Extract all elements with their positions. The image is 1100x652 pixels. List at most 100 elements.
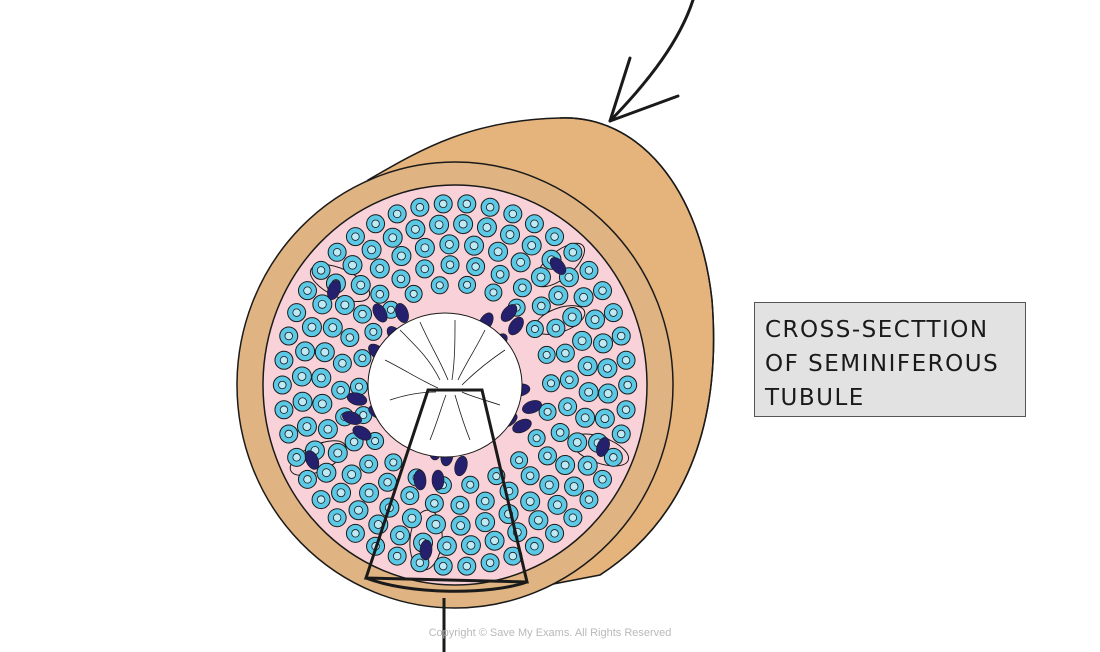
spermatogonium-cell xyxy=(520,491,541,512)
spermatogonium-cell xyxy=(527,429,546,448)
spermatogonium-cell xyxy=(573,287,594,308)
spermatogonium-cell xyxy=(297,469,317,489)
spermatogonium-cell xyxy=(490,264,510,284)
spermatogonium-cell xyxy=(593,333,614,354)
spermatogonium-cell xyxy=(274,400,294,420)
spermatogonium-cell xyxy=(331,380,351,400)
sperm-head xyxy=(549,257,567,275)
spermatogonium-cell xyxy=(464,235,485,256)
spermatogonium-cell xyxy=(484,530,505,551)
spermatogonium-cell xyxy=(405,219,426,240)
spermatogonium-cell xyxy=(317,419,338,440)
spermatogonium-cell xyxy=(439,234,460,255)
spermatogonium-cell xyxy=(475,512,496,533)
spermatogonium-cell xyxy=(400,486,420,506)
spermatogonium-cell xyxy=(295,341,316,362)
spermatogonium-cell xyxy=(387,546,407,566)
spermatogonium-cell xyxy=(510,252,531,273)
spermatogonium-cell xyxy=(458,275,477,294)
sperm-head xyxy=(352,425,372,441)
spermatogonium-cell xyxy=(484,283,503,302)
spermatogonium-cell xyxy=(572,330,593,351)
spermatogonium-cell xyxy=(537,345,556,364)
spermatogonium-cell xyxy=(450,515,471,536)
spermatogonium-cell xyxy=(433,194,453,214)
spermatogonium-cell xyxy=(577,356,598,377)
spermatogonium-cell xyxy=(597,358,618,379)
spermatogonium-cell xyxy=(450,495,470,515)
spermatogonium-cell xyxy=(391,245,412,266)
spermatogonium-cell xyxy=(559,370,579,390)
spermatogonium-cell xyxy=(440,255,460,275)
spermatogonium-cell xyxy=(364,322,383,341)
spermatogonium-cell xyxy=(389,525,410,546)
spermatogonium-cell xyxy=(274,350,294,370)
spermatogonium-cell xyxy=(524,536,544,556)
spermatogonium-cell xyxy=(361,239,382,260)
spermatogonium-cell xyxy=(314,342,335,363)
spermatogonium-cell xyxy=(539,474,560,495)
sperm-head xyxy=(342,411,362,425)
spermatogonium-cell xyxy=(370,284,390,304)
spermatogonium-cell xyxy=(503,204,523,224)
sperm-head xyxy=(596,437,610,457)
spermatogonium-cell xyxy=(510,451,529,470)
spermatogonium-cell xyxy=(611,326,631,346)
spermatogonium-cell xyxy=(404,284,423,303)
spermatogonium-cell xyxy=(577,455,598,476)
spermatogonium-cell xyxy=(550,422,570,442)
spermatogonium-cell xyxy=(279,424,299,444)
spermatogonium-cell xyxy=(453,214,474,235)
spermatogonium-cell xyxy=(579,490,599,510)
sperm-head xyxy=(508,316,524,336)
spermatogonium-cell xyxy=(616,400,636,420)
spermatogonium-cell xyxy=(466,257,486,277)
spermatogonium-cell xyxy=(594,408,615,429)
spermatogonium-cell xyxy=(500,224,521,245)
spermatogonium-cell xyxy=(334,294,355,315)
label-line-1: CROSS-SECTTION xyxy=(765,317,989,343)
spermatogonium-cell xyxy=(366,214,386,234)
spermatogonium-cell xyxy=(567,432,588,453)
spermatogonium-cell xyxy=(564,476,585,497)
spermatogonium-cell xyxy=(480,197,500,217)
spermatogonium-cell xyxy=(575,407,596,428)
spermatogonium-cell xyxy=(538,402,557,421)
pointer-arrow xyxy=(608,0,695,123)
spermatogonium-cell xyxy=(414,237,435,258)
spermatogonium-cell xyxy=(391,269,411,289)
spermatogonium-cell xyxy=(378,472,398,492)
spermatogonium-cell xyxy=(359,454,379,474)
spermatogonium-cell xyxy=(598,383,619,404)
spermatogonium-cell xyxy=(353,304,373,324)
spermatogonium-cell xyxy=(311,367,332,388)
spermatogonium-cell xyxy=(555,343,575,363)
spermatogonium-cell xyxy=(341,464,362,485)
copyright-text: Copyright © Save My Exams. All Rights Re… xyxy=(428,627,672,639)
spermatogonium-cell xyxy=(415,259,435,279)
spermatogonium-cell xyxy=(475,491,495,511)
spermatogonium-cell xyxy=(331,482,352,503)
sperm-head xyxy=(419,539,433,561)
spermatogonium-cell xyxy=(345,227,365,247)
zoom-wedge-arc xyxy=(365,576,528,593)
spermatogonium-cell xyxy=(603,303,623,323)
sperm-head xyxy=(304,450,320,470)
spermatogonium-cell xyxy=(563,508,583,528)
spermatogonium-cell xyxy=(359,482,380,503)
spermatogonium-cell xyxy=(327,442,348,463)
spermatogonium-cell xyxy=(585,309,606,330)
sperm-tails xyxy=(384,319,506,441)
spermatogonium-cell xyxy=(322,317,343,338)
spermatogonium-cell xyxy=(279,326,299,346)
spermatogonium-cell xyxy=(616,350,636,370)
sperm-head xyxy=(413,469,427,491)
spermatogonium-cell xyxy=(345,523,365,543)
spermatogonium-cell xyxy=(562,307,583,328)
sperm-head xyxy=(431,469,445,491)
spermatogonium-cell xyxy=(545,523,565,543)
spermatogonium-cell xyxy=(272,375,292,395)
spermatogonium-cell xyxy=(521,235,542,256)
spermatogonium-cell xyxy=(311,260,331,280)
spermatogonium-cell xyxy=(618,375,638,395)
